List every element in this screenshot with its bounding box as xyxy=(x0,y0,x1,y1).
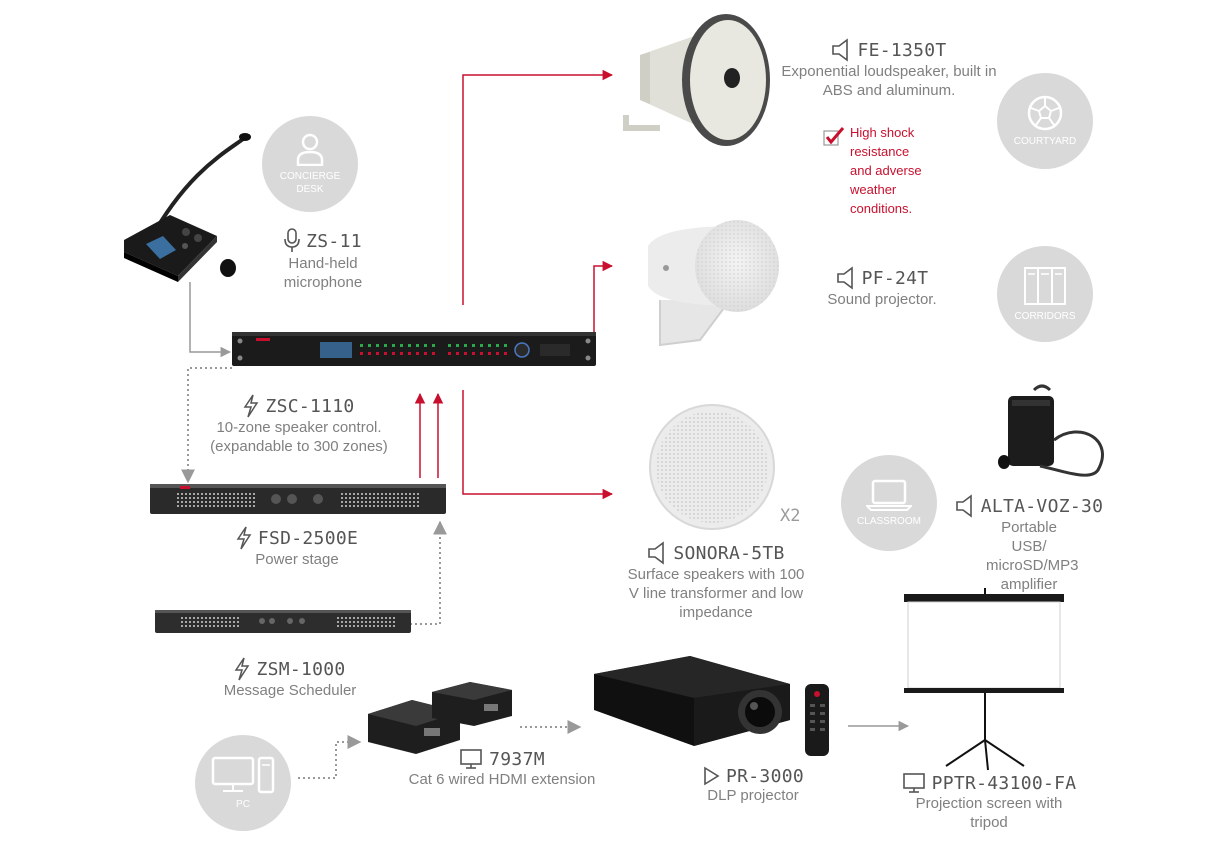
connections xyxy=(181,69,910,779)
speaker-icon xyxy=(836,266,853,290)
zsc1110-device-image xyxy=(232,332,596,366)
monitor-icon xyxy=(460,749,482,769)
desc-fe1350t: Exponential loudspeaker, built in ABS an… xyxy=(781,63,997,99)
desc-7937m: Cat 6 wired HDMI extension xyxy=(408,771,596,788)
pr3000-device-image xyxy=(594,656,829,756)
model-altavoz: ALTA-VOZ-30 xyxy=(980,495,1104,517)
desc-pf24t: Sound projector. xyxy=(827,291,937,308)
label-zsm1000: ZSM-1000 Message Scheduler xyxy=(210,657,370,700)
label-7937m: 7937M Cat 6 wired HDMI extension xyxy=(396,748,608,789)
sonora-quantity: X2 xyxy=(780,506,801,526)
model-pf24t: PF-24T xyxy=(861,267,929,289)
label-fsd2500e: FSD-2500E Power stage xyxy=(222,526,372,569)
lockers-icon xyxy=(1024,266,1066,305)
label-pptr: PPTR-43100-FA Projection screen with tri… xyxy=(884,772,1094,832)
desc-zsm1000: Message Scheduler xyxy=(223,682,357,699)
zsm1000-device-image xyxy=(155,610,411,633)
lightning-icon xyxy=(244,394,259,418)
checkbox-icon xyxy=(823,127,845,146)
model-pptr: PPTR-43100-FA xyxy=(931,772,1077,794)
zone-label-concierge: CONCIERGE DESK xyxy=(279,171,341,195)
desc-pptr: Projection screen with tripod xyxy=(915,795,1063,831)
model-zsm1000: ZSM-1000 xyxy=(256,658,346,680)
zone-label-courtyard: COURTYARD xyxy=(1013,135,1077,147)
model-zsc1110: ZSC-1110 xyxy=(265,395,355,417)
speaker-icon xyxy=(955,494,972,518)
link-zs11-to-zsc xyxy=(189,282,232,358)
link-zsc-to-sonora xyxy=(462,390,614,500)
label-sonora: SONORA-5TB Surface speakers with 100 V l… xyxy=(626,541,806,622)
zone-badge-corridors: CORRIDORS xyxy=(997,246,1093,342)
link-zsc-to-fsd xyxy=(181,367,232,484)
zone-label-pc: PC xyxy=(236,798,250,810)
desc-pr3000: DLP projector xyxy=(707,787,799,804)
link-zsc-to-pf24t xyxy=(593,260,614,338)
speaker-icon xyxy=(832,38,849,62)
laptop-icon xyxy=(866,479,912,511)
7937m-device-image xyxy=(368,682,512,754)
feature-note-text: High shock resistance and adverse weathe… xyxy=(850,125,922,216)
person-icon xyxy=(296,133,324,166)
model-fsd2500e: FSD-2500E xyxy=(257,527,359,549)
monitor-icon xyxy=(902,773,925,793)
desc-zsc1110-line1: 10-zone speaker control. xyxy=(216,419,382,436)
lightning-icon xyxy=(235,657,250,681)
pf24t-device-image xyxy=(648,220,779,347)
desc-fsd2500e: Power stage xyxy=(255,551,339,568)
fsd2500e-device-image xyxy=(150,484,446,514)
link-zsm-to-fsd xyxy=(410,520,447,625)
altavoz-device-image xyxy=(998,384,1104,477)
lightning-icon xyxy=(236,526,252,550)
zone-badge-pc: PC xyxy=(195,735,291,831)
model-pr3000: PR-3000 xyxy=(726,765,804,787)
label-pr3000: PR-3000 DLP projector xyxy=(682,766,824,805)
zone-badge-courtyard: COURTYARD xyxy=(997,73,1093,169)
zs11-device-image xyxy=(124,133,251,282)
zone-badge-classroom: CLASSROOM xyxy=(841,455,937,551)
desc-zsc1110-line2: (expandable to 300 zones) xyxy=(210,438,388,455)
label-fe1350t: FE-1350T Exponential loudspeaker, built … xyxy=(776,38,1002,100)
desc-altavoz: Portable USB/ microSD/MP3 amplifier xyxy=(986,519,1079,593)
link-pc-to-hdmi xyxy=(298,735,362,779)
label-zsc1110: ZSC-1110 10-zone speaker control. (expan… xyxy=(196,394,402,456)
zone-label-corridors: CORRIDORS xyxy=(1014,310,1076,322)
zone-label-classroom: CLASSROOM xyxy=(857,515,921,527)
speaker-icon xyxy=(648,541,665,565)
label-zs11: ZS-11 Hand-held microphone xyxy=(270,228,376,292)
sonora-device-image xyxy=(649,404,775,530)
label-altavoz: ALTA-VOZ-30 Portable USB/ microSD/MP3 am… xyxy=(955,494,1104,594)
desc-zs11: Hand-held microphone xyxy=(283,255,363,291)
model-fe1350t: FE-1350T xyxy=(857,39,947,61)
link-zsc-to-fe1350t xyxy=(462,69,614,305)
label-pf24t: PF-24T Sound projector. xyxy=(812,266,952,309)
pptr-device-image xyxy=(904,588,1064,771)
zone-badge-concierge: CONCIERGE DESK xyxy=(262,116,358,212)
desktop-icon xyxy=(211,756,275,793)
ball-icon xyxy=(1027,95,1063,130)
model-sonora: SONORA-5TB xyxy=(673,542,785,564)
desc-sonora: Surface speakers with 100 V line transfo… xyxy=(627,566,805,621)
model-zs11: ZS-11 xyxy=(306,230,362,252)
model-7937m: 7937M xyxy=(489,748,545,770)
microphone-icon xyxy=(284,228,300,252)
play-icon xyxy=(704,766,720,786)
fe1350t-device-image xyxy=(623,14,770,146)
